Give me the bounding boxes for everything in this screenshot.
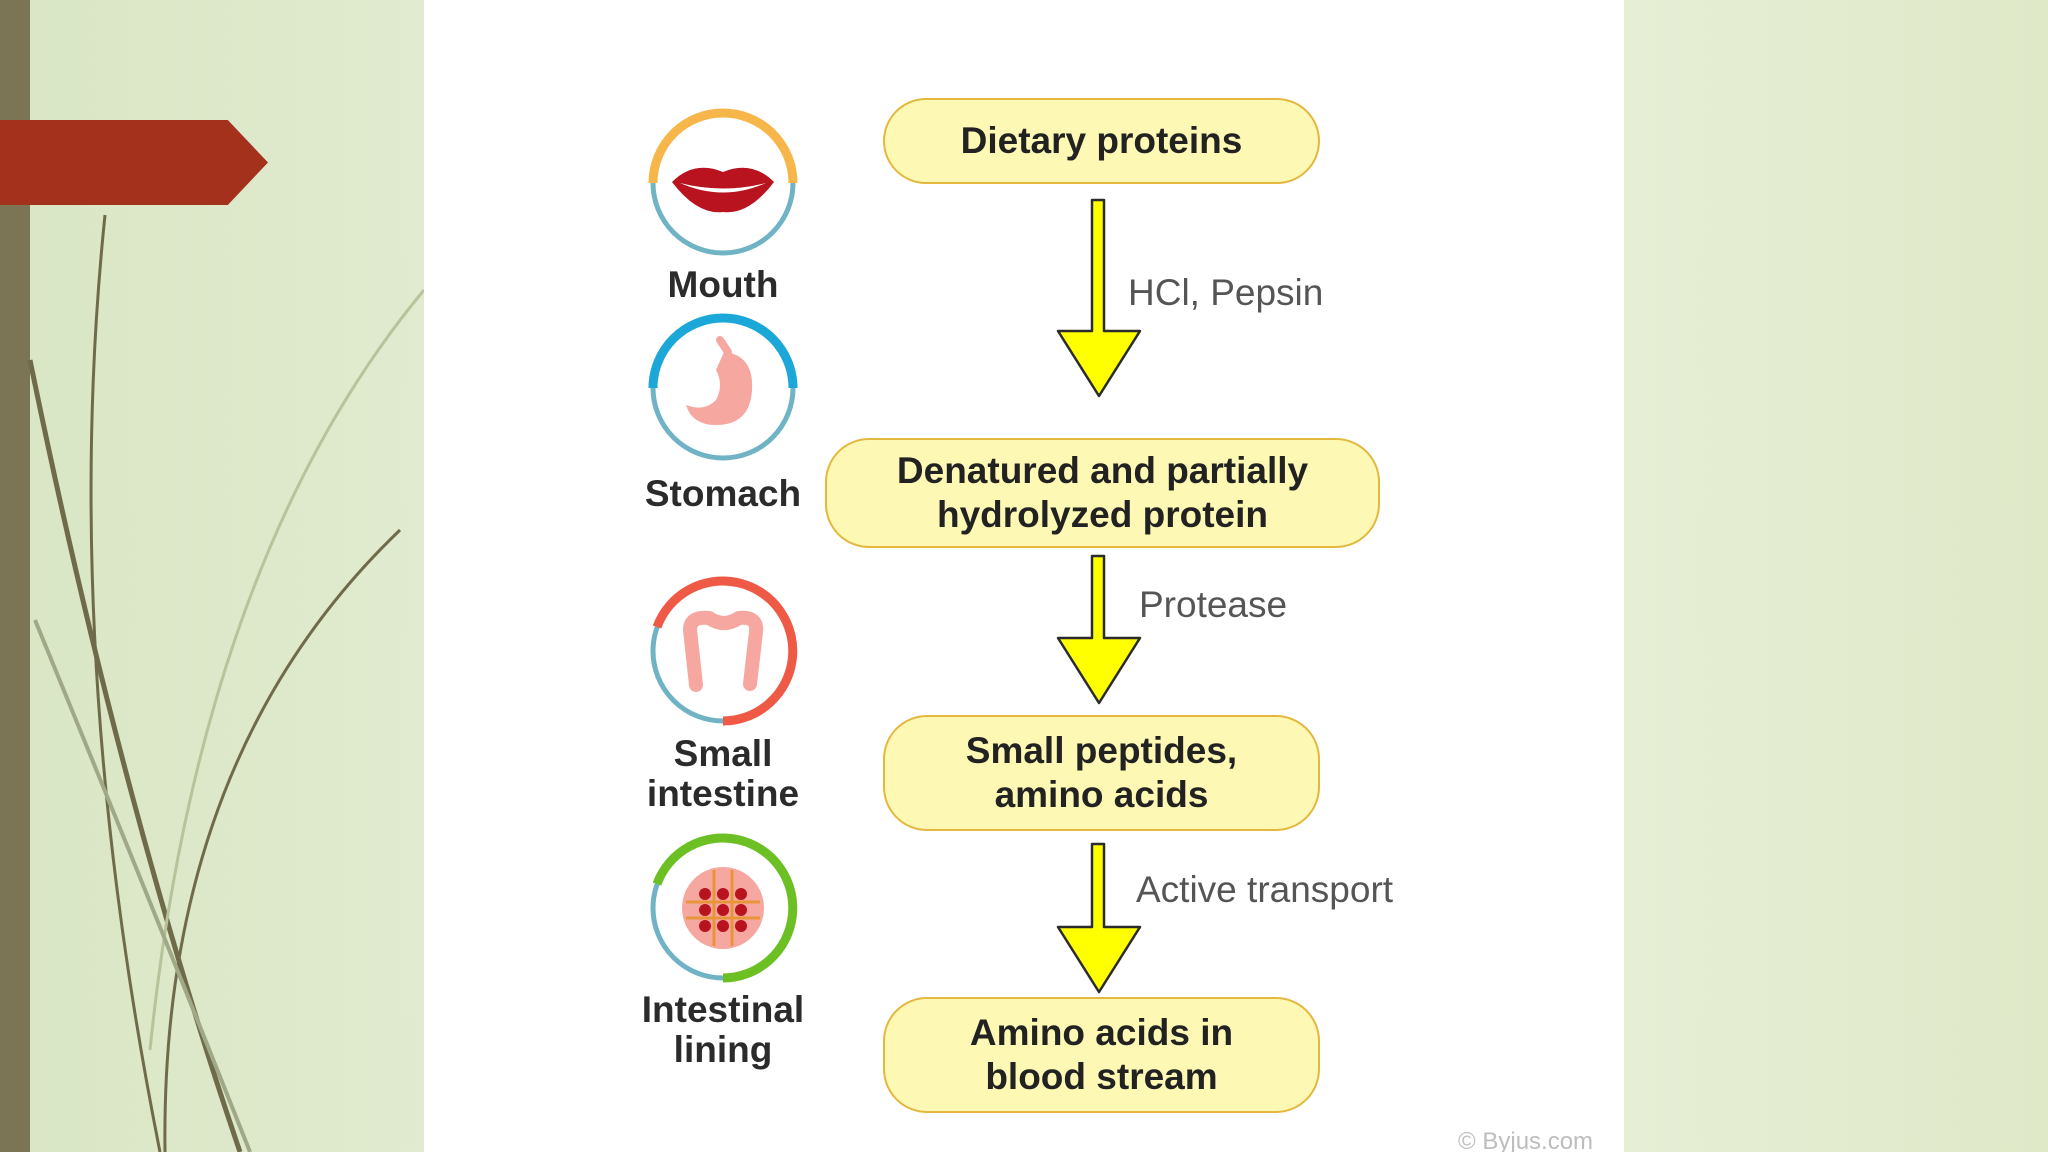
step-denatured-protein: Denatured and partially hydrolyzed prote… — [825, 438, 1380, 548]
organ-label-stomach: Stomach — [644, 473, 802, 514]
decorative-grass — [27, 214, 424, 1152]
organ-label-intestinal-lining: Intestinal lining — [641, 989, 805, 1070]
small-intestine-icon — [650, 576, 798, 726]
arrow-active-transport — [1056, 842, 1142, 994]
arrow-protease — [1056, 554, 1142, 705]
image-credit: © Byjus.com — [1458, 1128, 1594, 1152]
transition-label-active-transport: Active transport — [1136, 869, 1394, 910]
intestinal-lining-icon — [650, 833, 798, 983]
title-pointer-shape — [0, 120, 268, 205]
organ-icons — [648, 108, 1142, 994]
mouth-icon — [648, 108, 798, 256]
stomach-icon — [648, 313, 798, 461]
organ-label-mouth: Mouth — [667, 264, 779, 305]
step-dietary-proteins: Dietary proteins — [883, 98, 1320, 184]
slide-canvas: Mouth Stomach Small intestine Intestinal… — [424, 0, 1624, 1152]
organ-label-small-intestine: Small intestine — [646, 733, 800, 814]
arrow-pepsin — [1056, 198, 1142, 398]
step-small-peptides: Small peptides, amino acids — [883, 715, 1320, 831]
transition-label-protease: Protease — [1139, 584, 1288, 625]
step-amino-acids-blood: Amino acids in blood stream — [883, 997, 1320, 1113]
transition-label-pepsin: HCl, Pepsin — [1128, 272, 1324, 313]
